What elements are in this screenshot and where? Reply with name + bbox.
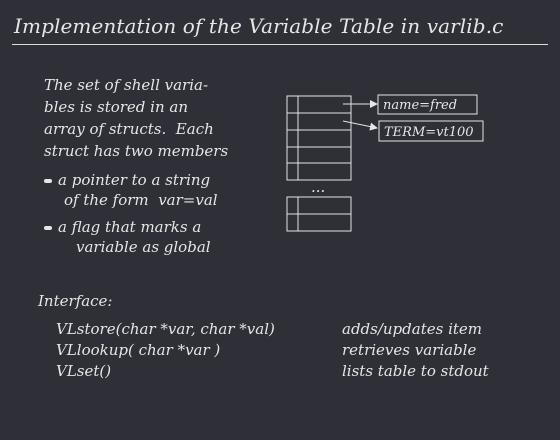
bullet-line: a pointer to a string [58, 171, 211, 189]
diagram-ellipsis: ... [311, 178, 325, 196]
slide-title: Implementation of the Variable Table in … [14, 14, 504, 38]
function-signature: VLstore(char *var, char *val) [56, 320, 275, 338]
description-line: array of structs. Each [44, 120, 214, 138]
function-signature: VLset() [56, 362, 112, 380]
bullet-line: variable as global [76, 238, 211, 256]
bullet-marker [44, 179, 52, 183]
function-description: lists table to stdout [342, 362, 489, 380]
function-description: adds/updates item [342, 320, 483, 338]
pointer-arrow [342, 120, 378, 131]
description-line: The set of shell varia- [44, 76, 209, 94]
array-block-top [286, 95, 352, 181]
string-box-label: name=fred [383, 98, 457, 113]
description-line: bles is stored in an [44, 98, 189, 116]
string-box [377, 94, 478, 115]
string-box [378, 120, 484, 142]
bullet-marker [44, 226, 52, 230]
interface-heading: Interface: [38, 292, 113, 310]
bullet-line: a flag that marks a [58, 218, 202, 236]
bullet-line: of the form var=val [64, 191, 218, 209]
description-line: struct has two members [44, 142, 229, 160]
function-signature: VLlookup( char *var ) [56, 341, 221, 359]
function-description: retrieves variable [342, 341, 477, 359]
string-box-label: TERM=vt100 [384, 125, 474, 140]
title-underline [12, 44, 548, 45]
